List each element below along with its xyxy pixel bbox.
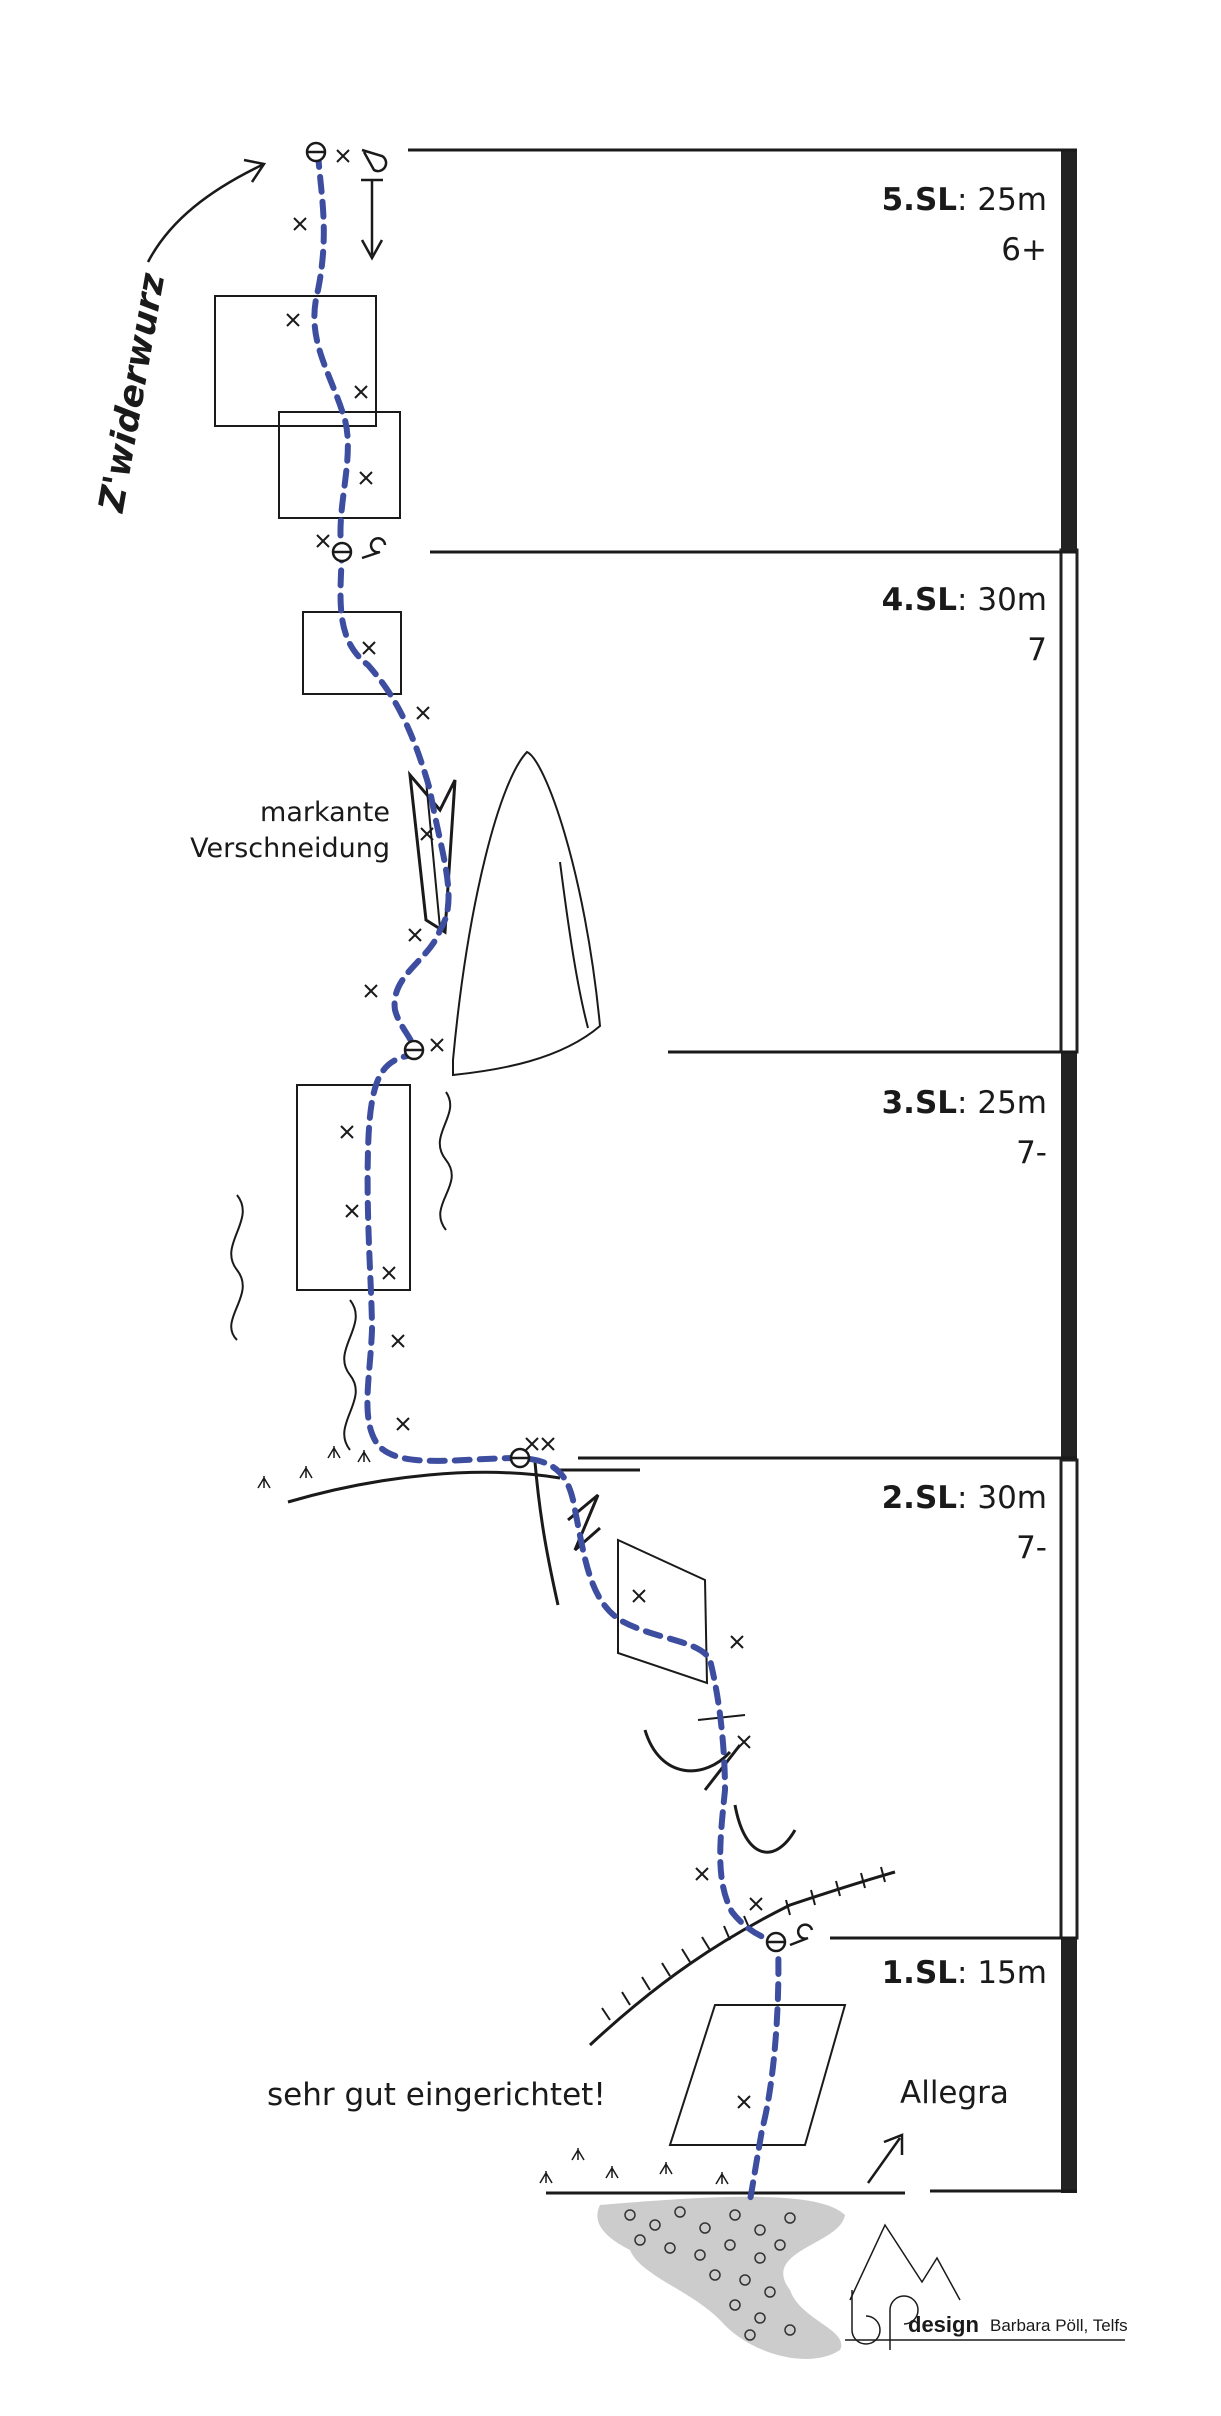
pitch-label-1: 1.SL: 15m (881, 1955, 1047, 1991)
feature-note-line1: markante (260, 797, 390, 828)
pitch-length: 30m (977, 1480, 1047, 1516)
logo-word: design (908, 2312, 979, 2337)
route-name-arrow (146, 158, 267, 263)
logo-mountain (845, 2223, 1125, 2350)
pitch-grade: 7 (1027, 632, 1047, 668)
pitch-number: 5.SL (881, 182, 958, 218)
rappel-arrow (360, 178, 384, 261)
route-line (311, 149, 782, 2203)
pitch-label-5: 5.SL: 25m 6+ (882, 175, 1047, 275)
pitch-label-4: 4.SL: 30m 7 (882, 575, 1047, 675)
overhangs (643, 1729, 797, 1854)
pitch-length: 25m (977, 1085, 1047, 1121)
rock-features (214, 295, 905, 2195)
pitch-length: 30m (977, 582, 1047, 618)
pitch-label-2: 2.SL: 30m 7- (882, 1473, 1047, 1573)
pitch-length: 15m (977, 1955, 1047, 1991)
bolts (286, 149, 763, 2109)
pitch-grade: 7- (1016, 1530, 1047, 1566)
pitch-label-3: 3.SL: 25m 7- (882, 1078, 1047, 1178)
neighbor-route-label: Allegra (900, 2075, 1009, 2111)
pitch-grade: 7- (1016, 1135, 1047, 1171)
logo-author: Barbara Pöll, Telfs (990, 2316, 1128, 2335)
comment-text: sehr gut eingerichtet! (267, 2077, 606, 2113)
rappel-hooks (361, 148, 814, 1947)
pitch-grade: 6+ (1001, 232, 1047, 268)
ridge-hatches (601, 1866, 886, 2021)
pitch-number: 1.SL (881, 1955, 958, 1991)
feature-note-line2: Verschneidung (190, 833, 390, 864)
allegra-arrow (866, 2133, 904, 2184)
pitch-number: 3.SL (881, 1085, 958, 1121)
belay-anchors (305, 141, 787, 1953)
pitch-number: 2.SL (881, 1480, 958, 1516)
pitch-length: 25m (977, 182, 1047, 218)
grass-tufts (257, 1446, 729, 2185)
pitch-length-bar (1059, 150, 1079, 2193)
belay-lines (408, 148, 1077, 2193)
pitch-number: 4.SL (881, 582, 958, 618)
feature-note: markante Verschneidung (160, 795, 390, 867)
scree-cone (597, 2196, 845, 2359)
